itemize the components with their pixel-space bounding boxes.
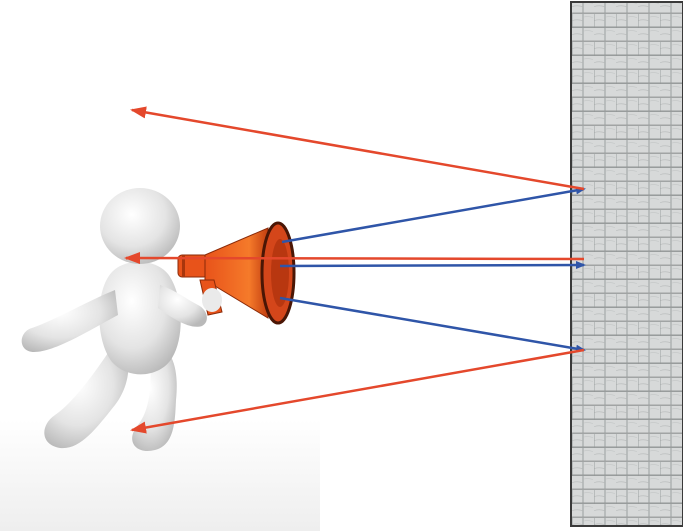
incident-arrows (280, 189, 584, 350)
incident-arrow-middle (280, 265, 584, 266)
reflected-arrow-middle (126, 258, 584, 259)
incident-arrow-upper (282, 189, 584, 242)
brick-wall-icon (571, 2, 683, 526)
incident-arrow-lower (280, 298, 584, 350)
person-3d-icon (22, 188, 207, 451)
reflected-arrow-lower (132, 350, 584, 430)
reflected-arrow-upper (132, 110, 584, 189)
